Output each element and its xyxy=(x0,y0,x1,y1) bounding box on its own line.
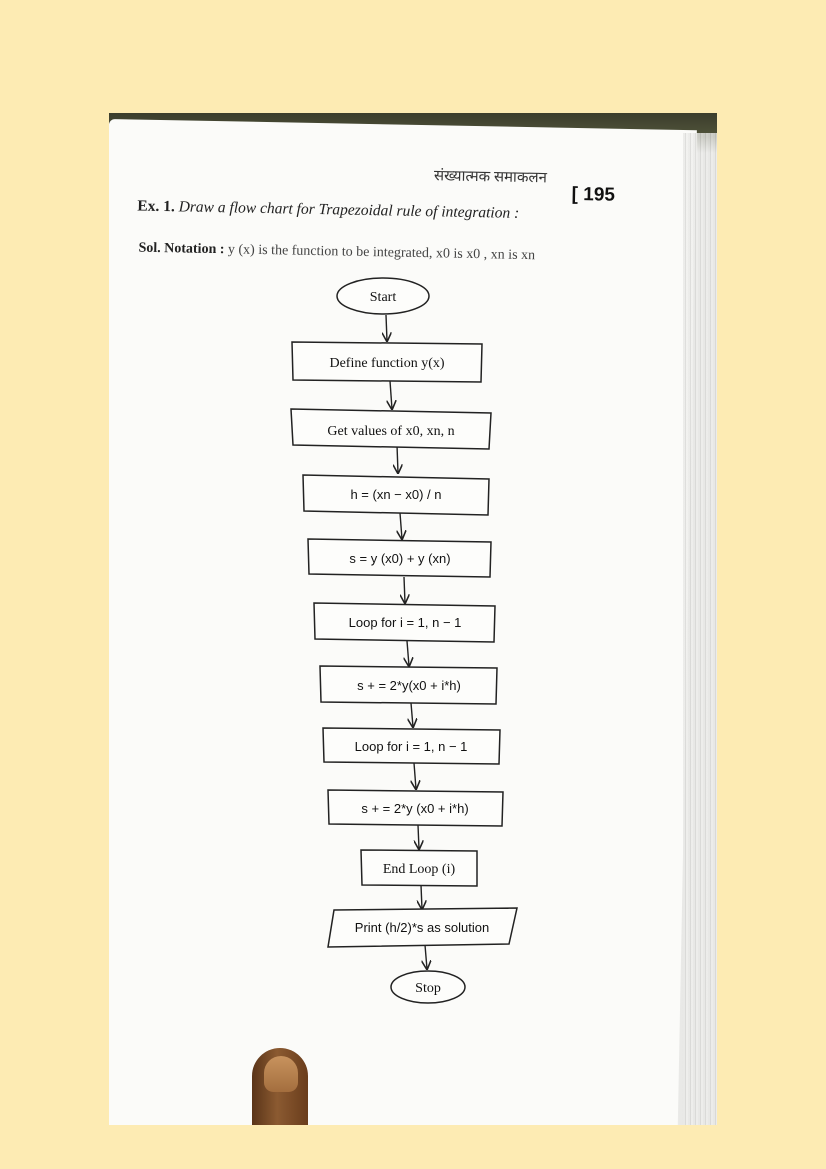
loop1-box: Loop for i = 1, n − 1 xyxy=(313,602,496,643)
start-label: Start xyxy=(370,290,397,305)
define-function-label: Define function y(x) xyxy=(329,356,444,371)
connector-arrows xyxy=(386,314,427,969)
page-stack-edge xyxy=(683,133,717,1125)
loop2-box: Loop for i = 1, n − 1 xyxy=(322,727,501,765)
arrow-define-get xyxy=(390,380,392,409)
sum1-box: s + = 2*y(x0 + i*h) xyxy=(319,665,498,705)
s-init-label: s = y (x0) + y (xn) xyxy=(349,551,450,566)
get-values-label: Get values of x0, xn, n xyxy=(327,424,454,439)
arrow-print-stop xyxy=(425,944,427,969)
sum1-label: s + = 2*y(x0 + i*h) xyxy=(357,678,461,693)
end-loop-box: End Loop (i) xyxy=(360,849,478,887)
thumb-image xyxy=(252,1048,308,1125)
define-function-box: Define function y(x) xyxy=(291,341,483,383)
loop1-label: Loop for i = 1, n − 1 xyxy=(349,615,462,630)
stop-label: Stop xyxy=(415,981,441,996)
arrow-h-s xyxy=(400,512,402,539)
arrow-sum2-end xyxy=(418,824,419,849)
arrow-loop2-sum2 xyxy=(414,762,416,789)
get-values-box: Get values of x0, xn, n xyxy=(290,408,492,450)
h-calc-label: h = (xn − x0) / n xyxy=(350,487,441,502)
arrow-end-print xyxy=(421,884,422,909)
arrow-sum1-loop2 xyxy=(411,702,413,727)
sum2-label: s + = 2*y (x0 + i*h) xyxy=(361,801,468,816)
start-terminal: Start xyxy=(336,277,430,315)
loop2-label: Loop for i = 1, n − 1 xyxy=(355,739,468,754)
arrow-start-define xyxy=(386,314,387,341)
print-box: Print (h/2)*s as solution xyxy=(327,907,518,948)
arrow-get-h xyxy=(397,444,398,473)
stop-terminal: Stop xyxy=(390,970,466,1004)
h-calc-box: h = (xn − x0) / n xyxy=(302,474,490,516)
arrow-loop1-sum1 xyxy=(407,640,409,666)
s-init-box: s = y (x0) + y (xn) xyxy=(307,538,492,578)
end-loop-label: End Loop (i) xyxy=(383,862,456,877)
sum2-box: s + = 2*y (x0 + i*h) xyxy=(327,789,504,827)
thumb-nail xyxy=(264,1056,298,1092)
arrow-s-loop1 xyxy=(404,576,405,603)
print-label: Print (h/2)*s as solution xyxy=(355,920,489,935)
book-photo: संख्यात्मक समाकलन [ 195 Ex. 1. Draw a fl… xyxy=(109,113,717,1125)
flowchart: Start Define function y(x) Get values of… xyxy=(290,277,518,1004)
